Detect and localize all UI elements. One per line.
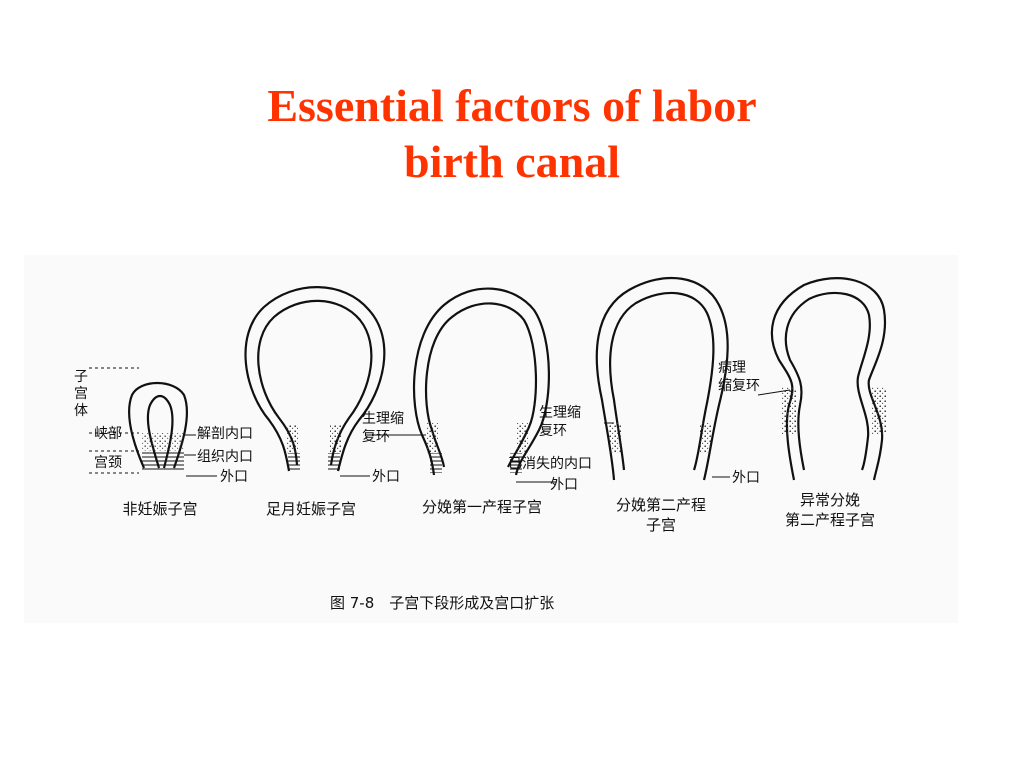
panel-caption: 分娩第二产程子宫 bbox=[616, 496, 706, 534]
label-disappeared-internal-os: 已消失的内口 bbox=[508, 456, 592, 472]
panel-caption: 足月妊娠子宫 bbox=[266, 500, 356, 518]
label-line: 体 bbox=[74, 403, 88, 419]
label-line: 第二产程子宫 bbox=[785, 511, 875, 529]
label-line: 子 bbox=[74, 369, 88, 385]
label-line: 异常分娩 bbox=[800, 491, 860, 509]
panel-caption: 非妊娠子宫 bbox=[122, 500, 197, 518]
panel-caption: 分娩第一产程子宫 bbox=[422, 498, 542, 516]
title-line-2: birth canal bbox=[404, 136, 620, 187]
uterus-diagram-figure: 子宫体 峡部 宫颈 解剖内口 组织内口 外口 外口 生理缩复环 生理缩复环 已消… bbox=[24, 255, 958, 623]
title-line-1: Essential factors of labor bbox=[267, 80, 757, 131]
uterus-diagram: 子宫体 峡部 宫颈 解剖内口 组织内口 外口 外口 生理缩复环 生理缩复环 已消… bbox=[74, 276, 887, 612]
uterus-first-stage bbox=[372, 287, 556, 483]
label-external-os-3: 外口 bbox=[550, 477, 578, 493]
label-line: 生理缩 bbox=[362, 411, 404, 427]
label-line: 复环 bbox=[362, 428, 390, 445]
label-line: 宫 bbox=[74, 386, 88, 402]
panel-caption: 异常分娩第二产程子宫 bbox=[785, 491, 875, 529]
label-external-os-1: 外口 bbox=[220, 469, 248, 485]
label-line: 分娩第一产程子宫 bbox=[422, 498, 542, 516]
label-physiological-ring-2: 生理缩复环 bbox=[539, 405, 581, 439]
label-histological-internal-os: 组织内口 bbox=[197, 449, 253, 465]
label-line: 复环 bbox=[539, 422, 567, 439]
label-anatomical-internal-os: 解剖内口 bbox=[197, 426, 253, 442]
label-cervix: 宫颈 bbox=[94, 455, 122, 471]
label-isthmus: 峡部 bbox=[94, 426, 122, 442]
label-physiological-ring-1: 生理缩复环 bbox=[362, 411, 404, 445]
label-line: 非妊娠子宫 bbox=[122, 500, 197, 518]
slide-title: Essential factors of labor birth canal bbox=[0, 78, 1024, 190]
label-line: 子宫 bbox=[646, 516, 676, 534]
uterus-full-term bbox=[244, 286, 386, 477]
label-external-os-2: 外口 bbox=[372, 469, 400, 485]
label-line: 生理缩 bbox=[539, 405, 581, 421]
figure-caption: 图 7-8 子宫下段形成及宫口扩张 bbox=[330, 594, 554, 612]
label-line: 病理 bbox=[718, 360, 746, 376]
label-external-os-4: 外口 bbox=[732, 470, 760, 486]
uterus-second-stage bbox=[595, 276, 730, 481]
label-pathological-ring: 病理缩复环 bbox=[718, 360, 760, 394]
label-line: 缩复环 bbox=[718, 377, 760, 394]
label-line: 分娩第二产程 bbox=[616, 496, 706, 514]
label-line: 足月妊娠子宫 bbox=[266, 500, 356, 518]
uterus-nonpregnant bbox=[89, 367, 217, 477]
uterus-abnormal-second-stage bbox=[757, 277, 887, 481]
label-uterine-body: 子宫体 bbox=[74, 369, 88, 419]
